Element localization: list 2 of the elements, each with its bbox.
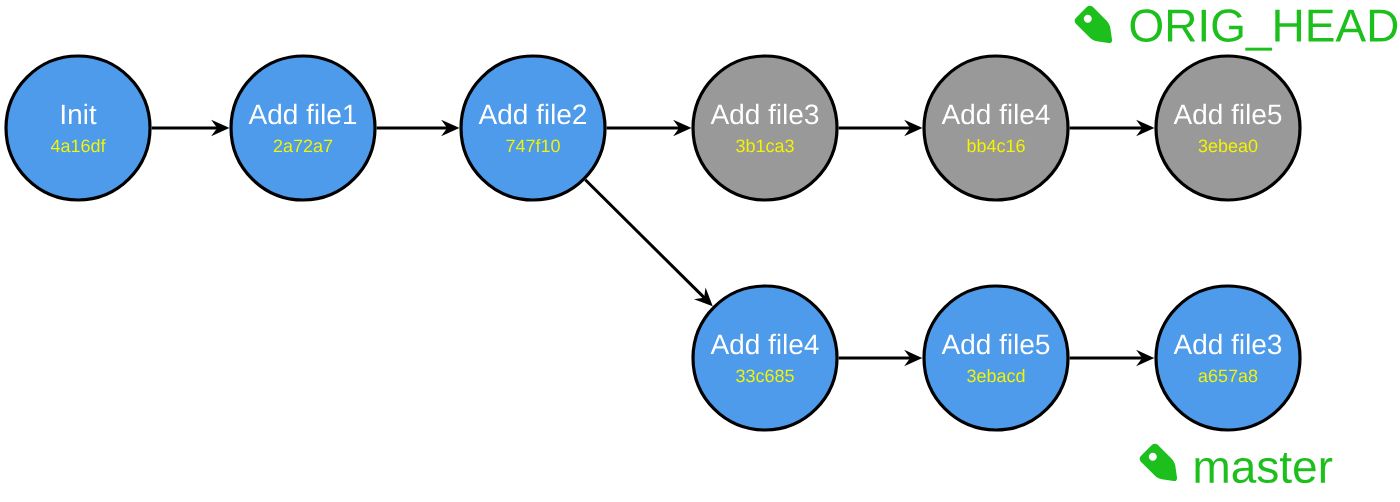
branch-label: ORIG_HEAD bbox=[1130, 9, 1398, 51]
branch-label: master bbox=[1195, 452, 1333, 484]
